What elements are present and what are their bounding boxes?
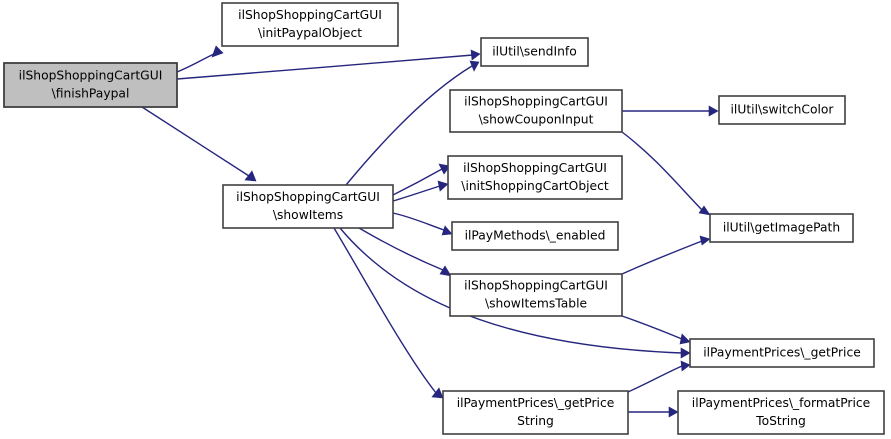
arrowhead-icon (698, 205, 711, 216)
node-label-finishPaypal-line1: ilShopShoppingCartGUI (19, 69, 163, 83)
arrowhead-icon (708, 105, 719, 117)
node-payMethodsEnabled[interactable]: ilPayMethods\_enabled (451, 221, 619, 251)
edge-showCouponInput-to-getImagePath (621, 131, 703, 211)
node-label-getPriceString-line2: String (517, 414, 554, 428)
node-sendInfo[interactable]: ilUtil\sendInfo (480, 37, 589, 67)
edge-showItemsTable-to-getPrice (621, 315, 683, 340)
edge-showItems-to-showItemsTable (358, 227, 444, 271)
edges-layer (141, 45, 719, 418)
node-box-initPaypalObject[interactable] (221, 2, 399, 47)
node-box-getImagePath[interactable] (709, 213, 854, 243)
edge-finishPaypal-to-sendInfo (176, 54, 474, 80)
node-box-switchColor[interactable] (718, 95, 846, 125)
node-getImagePath[interactable]: ilUtil\getImagePath (709, 213, 854, 243)
node-label-payMethodsEnabled-line1: ilPayMethods\_enabled (465, 229, 606, 243)
edge-finishPaypal-to-initPaypalObject (176, 51, 219, 73)
node-label-formatPriceToString-line1: ilPaymentPrices\_formatPrice (692, 396, 870, 410)
node-label-showCouponInput-line2: \showCouponInput (479, 113, 594, 127)
node-box-getPrice[interactable] (689, 338, 875, 368)
arrowhead-icon (470, 49, 481, 61)
node-showItems[interactable]: ilShopShoppingCartGUI \showItems (222, 184, 394, 229)
node-switchColor[interactable]: ilUtil\switchColor (718, 95, 846, 125)
arrowhead-icon (211, 45, 224, 58)
edge-getPriceString-to-getPrice (627, 365, 683, 393)
node-box-formatPriceToString[interactable] (677, 390, 885, 435)
node-label-showItemsTable-line2: \showItemsTable (485, 297, 587, 311)
node-showCouponInput[interactable]: ilShopShoppingCartGUI \showCouponInput (449, 89, 623, 133)
node-label-getImagePath-line1: ilUtil\getImagePath (723, 221, 840, 235)
node-label-initPaypalObject-line1: ilShopShoppingCartGUI (238, 8, 382, 22)
edge-showItems-to-sendInfo (345, 65, 473, 186)
node-box-payMethodsEnabled[interactable] (451, 221, 619, 251)
node-label-finishPaypal-line2: \finishPaypal (52, 87, 130, 101)
node-box-getPriceString[interactable] (442, 390, 629, 435)
node-box-showCouponInput[interactable] (449, 89, 623, 133)
arrowhead-icon (680, 360, 691, 372)
node-label-showItems-line2: \showItems (273, 208, 343, 222)
node-label-initShoppingCartObject-line2: \initShoppingCartObject (461, 179, 609, 193)
node-box-showItems[interactable] (222, 184, 394, 229)
edge-showItems-to-getPriceString (333, 227, 437, 394)
node-box-showItemsTable[interactable] (449, 273, 623, 317)
node-label-switchColor-line1: ilUtil\switchColor (731, 103, 835, 117)
node-label-sendInfo-line1: ilUtil\sendInfo (492, 45, 576, 59)
node-box-initShoppingCartObject[interactable] (447, 155, 623, 200)
node-label-initShoppingCartObject-line1: ilShopShoppingCartGUI (463, 161, 607, 175)
edge-showItems-to-showCouponInput (392, 168, 443, 196)
nodes-layer: ilShopShoppingCartGUI\finishPaypalilShop… (3, 2, 885, 435)
node-box-finishPaypal[interactable] (3, 62, 178, 108)
arrowhead-icon (679, 333, 691, 345)
node-label-showItems-line1: ilShopShoppingCartGUI (236, 190, 380, 204)
arrowhead-icon (699, 235, 711, 246)
node-showItemsTable[interactable]: ilShopShoppingCartGUI \showItemsTable (449, 273, 623, 317)
node-label-getPrice-line1: ilPaymentPrices\_getPrice (703, 346, 861, 360)
arrowhead-icon (680, 347, 691, 359)
node-label-formatPriceToString-line2: ToString (755, 414, 806, 428)
node-label-showCouponInput-line1: ilShopShoppingCartGUI (464, 95, 608, 109)
node-initShoppingCartObject[interactable]: ilShopShoppingCartGUI \initShoppingCartOb… (447, 155, 623, 200)
arrowhead-icon (431, 387, 444, 399)
arrowhead-icon (244, 170, 257, 182)
node-finishPaypal[interactable]: ilShopShoppingCartGUI \finishPaypal (3, 62, 178, 108)
edge-showItemsTable-to-getImagePath (621, 240, 703, 275)
node-box-sendInfo[interactable] (480, 37, 589, 67)
arrowhead-icon (437, 180, 449, 192)
node-label-getPriceString-line1: ilPaymentPrices\_getPrice (457, 396, 615, 410)
edge-showItems-to-initShoppingCartObject (392, 185, 441, 202)
node-label-initPaypalObject-line2: \initPaypalObject (258, 26, 362, 40)
edge-finishPaypal-to-showItems (141, 106, 250, 177)
arrowhead-icon (469, 60, 480, 72)
node-getPrice[interactable]: ilPaymentPrices\_getPrice (689, 338, 875, 368)
node-label-showItemsTable-line1: ilShopShoppingCartGUI (464, 279, 608, 293)
arrowhead-icon (441, 225, 453, 236)
edge-showItems-to-payMethodsEnabled (392, 212, 445, 231)
arrowhead-icon (668, 406, 679, 418)
arrowhead-icon (439, 265, 452, 277)
node-initPaypalObject[interactable]: ilShopShoppingCartGUI \initPaypalObject (221, 2, 399, 47)
